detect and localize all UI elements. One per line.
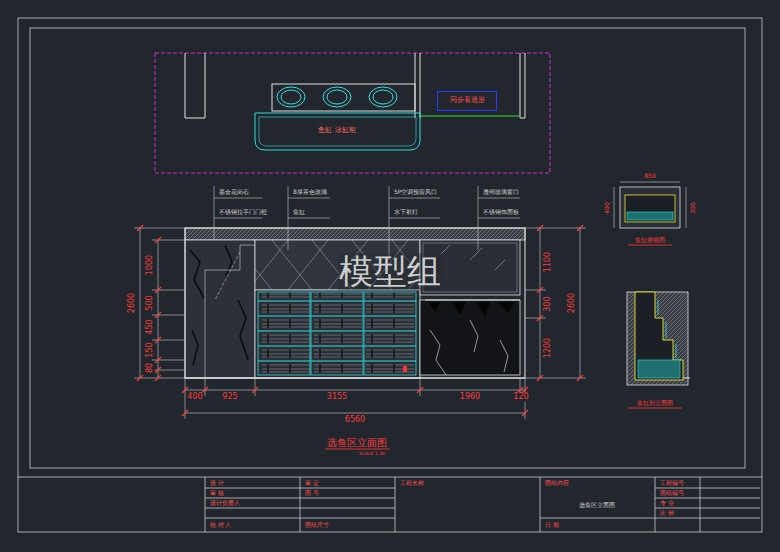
material-note: 鱼缸 泳缸柜 (317, 127, 356, 135)
title-block-text: 图纸编号 (659, 490, 685, 496)
callout-text: 透明玻璃窗口 (482, 189, 520, 196)
dimension-text: 1200 (544, 337, 553, 359)
title-block-text: 工程名称 (399, 479, 425, 485)
title-block-text: 专 业 (659, 500, 675, 506)
callout-text: 鱼缸 (292, 209, 306, 216)
note-text: 同步看透形 (450, 97, 485, 105)
view-title: 鱼缸剖立面图 (636, 400, 674, 407)
dimension-text: 400 (186, 393, 203, 402)
title-block-text: 校 对 人 (209, 522, 233, 528)
view-title: 选鱼区立面图 (326, 437, 388, 448)
dimension-text: 80 (146, 362, 155, 374)
dimension-text: 300 (690, 201, 697, 214)
title-block-text: 图 号 (304, 490, 320, 496)
callout-text: 5P空调预留风口 (393, 189, 438, 196)
dimension-text: 450 (146, 318, 155, 335)
title-block-text: 日 期 (544, 522, 560, 528)
dimension-text: 500 (146, 294, 155, 311)
note-box: 同步看透形 (437, 91, 497, 111)
title-block-text: 工程编号 (659, 479, 685, 485)
callout-text: 不锈钢拉手门门框 (218, 209, 268, 216)
dimension-text: 150 (146, 341, 155, 358)
title-block-text: 设 计 (209, 479, 225, 485)
dimension-text: 400 (604, 201, 611, 214)
dimension-text: 120 (512, 393, 529, 402)
title-block-text: 审 定 (304, 479, 320, 485)
title-block-text: 图纸内容 (544, 479, 570, 485)
dimension-text: 300 (544, 295, 553, 312)
title-block-text: 比 例 (659, 510, 675, 516)
title-block-text: 设计负责人 (209, 500, 241, 506)
dimension-text: 1100 (544, 251, 553, 273)
title-block-text: 选鱼区立面图 (578, 502, 616, 508)
title-block-text: 审 核 (209, 490, 225, 496)
view-title: 鱼缸俯视图 (634, 237, 666, 244)
dimension-text: 6560 (344, 416, 366, 425)
dimension-text: 3155 (326, 393, 348, 402)
callout-text: 墨金花岗石 (218, 189, 250, 196)
dimension-text: 1000 (146, 254, 155, 276)
dimension-text: 2600 (128, 292, 137, 314)
scale-note: SCALE 1:30 (358, 452, 386, 457)
dimension-text: 2600 (568, 292, 577, 314)
callout-text: 8厚茶色玻璃 (292, 189, 328, 196)
watermark: 模型组 (338, 253, 442, 290)
callout-text: 不锈钢饰面板 (482, 209, 520, 216)
dimension-text: 850 (643, 173, 656, 180)
dimension-text: 1960 (459, 393, 481, 402)
dimension-text: 925 (221, 393, 238, 402)
title-block-text: 图纸尺寸 (304, 522, 330, 528)
callout-text: 水下射灯 (393, 209, 419, 216)
